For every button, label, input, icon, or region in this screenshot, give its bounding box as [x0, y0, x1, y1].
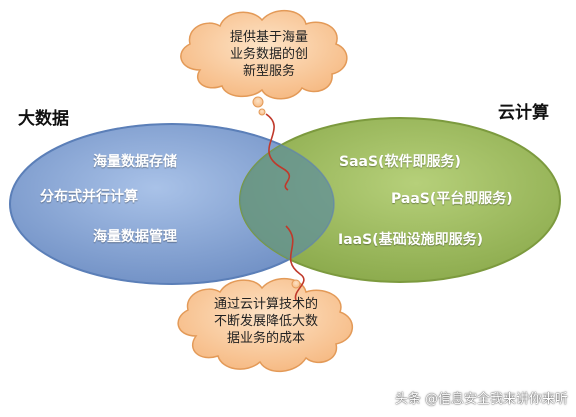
top-cloud-shape: [180, 10, 348, 116]
top-cloud-text: 提供基于海量 业务数据的创 新型服务: [204, 29, 334, 80]
top-cloud-line-1: 提供基于海量: [229, 30, 308, 45]
bottom-cloud-text: 通过云计算技术的 不断发展降低大数 据业务的成本: [196, 296, 336, 347]
left-item-storage: 海量数据存储: [93, 154, 177, 170]
right-item-paas: PaaS(平台即服务): [391, 191, 513, 207]
bottom-cloud-shape: [177, 278, 353, 372]
top-cloud-line-3: 新型服务: [242, 64, 295, 79]
overlap-outline: [9, 123, 335, 285]
right-item-iaas: IaaS(基础设施即服务): [338, 232, 483, 248]
bottom-cloud-line-3: 据业务的成本: [226, 331, 305, 346]
left-item-management: 海量数据管理: [93, 229, 177, 245]
top-connector-line: [265, 113, 290, 191]
left-item-parallel-compute: 分布式并行计算: [40, 189, 138, 205]
right-item-saas: SaaS(软件即服务): [339, 154, 461, 170]
left-title: 大数据: [18, 109, 69, 129]
bottom-cloud-line-2: 不断发展降低大数: [213, 314, 318, 329]
bottom-connector-line: [285, 225, 305, 301]
watermark: 头条 @信息安全我来讲你来听: [394, 392, 568, 407]
bottom-cloud-line-1: 通过云计算技术的: [213, 297, 318, 312]
top-cloud-line-2: 业务数据的创: [229, 47, 308, 62]
right-title: 云计算: [498, 103, 549, 123]
